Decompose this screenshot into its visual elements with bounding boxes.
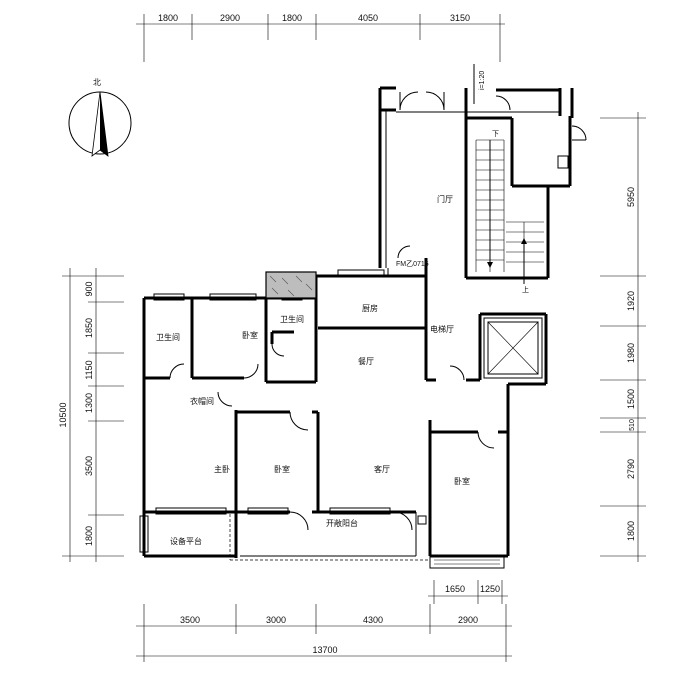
dim-right-3: 1980 [626, 343, 636, 363]
dim-bottom-1: 3500 [180, 615, 200, 625]
north-label: 北 [93, 78, 101, 87]
dim-bottom-4: 2900 [458, 615, 478, 625]
dim-left-6: 1800 [84, 526, 94, 546]
room-labels: 门厅 FM乙0715 卫生间 卧室 卫生间 厨房 电梯厅 餐厅 衣帽间 主卧 卧… [156, 194, 470, 546]
door-tag: FM乙0715 [396, 260, 429, 268]
dim-left-3: 1150 [84, 360, 94, 379]
dim-bottom-2: 3000 [266, 615, 286, 625]
dim-right-2: 1920 [626, 291, 636, 311]
dim-left-2: 1850 [84, 318, 94, 338]
dim-left-4: 1300 [84, 393, 94, 413]
ramp-marker: i=1:20 [473, 64, 486, 104]
stair-down-label: 下 [492, 130, 499, 138]
stairs: 下 上 [475, 130, 544, 294]
room-equipment-platform: 设备平台 [170, 536, 202, 546]
dim-right-1: 5950 [626, 187, 636, 207]
dim-left-5: 3500 [84, 456, 94, 476]
dim-bottom-total: 13700 [312, 645, 337, 655]
dim-right-4: 1500 [626, 389, 636, 409]
room-kitchen: 厨房 [362, 303, 378, 313]
dim-bottom-small-2: 1250 [480, 584, 500, 594]
left-dimension-chain: 900 1850 1150 1300 3500 1800 10500 [58, 268, 124, 562]
dim-right-5: 510 [629, 419, 636, 431]
room-bedroom-top: 卧室 [242, 330, 258, 340]
dim-top-4: 4050 [358, 13, 378, 23]
room-bath-center: 卫生间 [280, 314, 304, 324]
dim-bottom-3: 4300 [363, 615, 383, 625]
bottom-dimension-chain: 1650 1250 3500 3000 4300 2900 13700 [136, 580, 512, 662]
dim-top-1: 1800 [158, 13, 178, 23]
dim-left-total: 10500 [58, 402, 68, 427]
dim-right-6: 2790 [626, 459, 636, 479]
elevator [483, 317, 543, 379]
dim-bottom-small-1: 1650 [445, 584, 465, 594]
room-foyer: 门厅 [437, 194, 453, 204]
scale-label: i=1:20 [479, 71, 486, 90]
stair-up-label: 上 [522, 285, 529, 294]
dim-top-5: 3150 [450, 13, 470, 23]
dim-top-3: 1800 [282, 13, 302, 23]
room-bedroom-mid: 卧室 [274, 464, 290, 474]
dim-left-1: 900 [84, 281, 94, 296]
room-bath-left: 卫生间 [156, 332, 180, 342]
room-living: 客厅 [374, 464, 390, 474]
dim-right-7: 1800 [626, 521, 636, 541]
walls [139, 86, 574, 569]
room-master: 主卧 [214, 464, 230, 474]
room-cloakroom: 衣帽间 [190, 396, 214, 406]
room-open-balcony: 开敞阳台 [326, 518, 358, 528]
doors [169, 91, 587, 531]
room-bedroom-right: 卧室 [454, 476, 470, 486]
hatched-shaft [265, 271, 317, 299]
room-dining: 餐厅 [358, 357, 374, 366]
room-elevator-hall: 电梯厅 [430, 324, 454, 334]
right-dimension-chain: 5950 1920 1980 1500 510 2790 1800 [600, 112, 646, 562]
north-arrow: 北 [68, 78, 132, 157]
top-dimension-chain: 1800 2900 1800 4050 3150 [136, 13, 505, 62]
dim-top-2: 2900 [220, 13, 240, 23]
